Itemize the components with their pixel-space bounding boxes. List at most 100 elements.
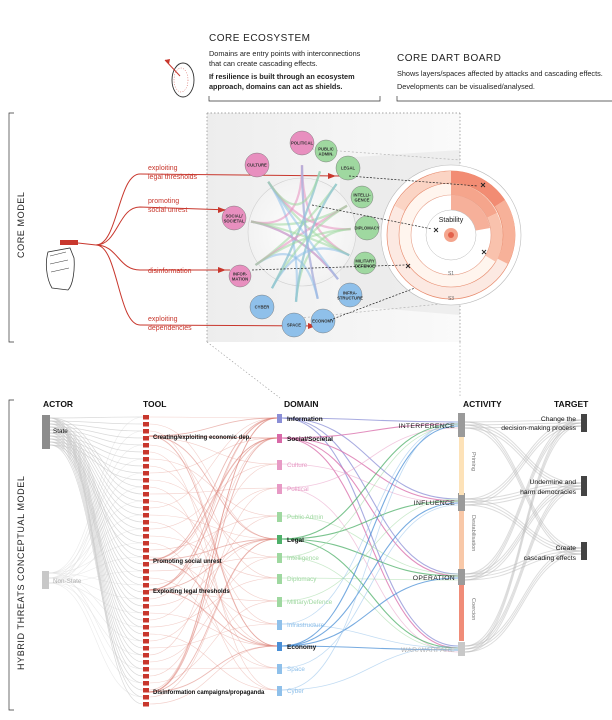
- flow-link: [148, 437, 278, 693]
- flow-link: [148, 515, 278, 551]
- domain-label: Political: [287, 486, 309, 493]
- tool-node: [143, 485, 149, 490]
- actor-nonstate-label: Non-State: [53, 578, 82, 585]
- chord-link: [254, 227, 351, 266]
- flow-link: [148, 559, 278, 647]
- domain-label: Space: [287, 666, 305, 673]
- cone-line-top: [299, 147, 461, 161]
- flow-link: [281, 417, 459, 423]
- tool-node: [143, 478, 149, 483]
- flow-link: [148, 538, 278, 561]
- flow-link: [148, 589, 278, 647]
- domain-circle-label: SOCIAL/: [226, 214, 244, 219]
- header-target: TARGET: [554, 399, 589, 409]
- tool-node: [143, 534, 149, 539]
- activity-influence-label: INFLUENCE: [414, 500, 455, 507]
- flow-link: [48, 570, 144, 584]
- tool-node: [143, 576, 149, 581]
- flow-link: [464, 547, 582, 575]
- domain-node: [277, 686, 282, 696]
- tool-node: [143, 681, 149, 686]
- flow-link: [48, 582, 144, 614]
- flow-link: [49, 420, 144, 705]
- activity-interference-label: INTERFERENCE: [399, 423, 456, 430]
- flow-link: [148, 444, 278, 579]
- tool-node: [143, 625, 149, 630]
- tool-node: [143, 611, 149, 616]
- domain-node: [277, 535, 282, 544]
- hand-dart-icon: [45, 240, 97, 291]
- core-tool-legal-1: exploiting: [148, 165, 178, 172]
- core-dart-board-title: CORE DART BOARD: [397, 53, 501, 64]
- flow-link: [148, 417, 278, 591]
- flow-link: [464, 422, 582, 650]
- core-tool-dep-1: exploiting: [148, 316, 178, 323]
- flow-link: [48, 577, 144, 642]
- domain-circle: [281, 312, 307, 338]
- tool-label-unrest: Promoting social unrest: [153, 559, 222, 565]
- tool-node: [143, 555, 149, 560]
- target-1-line1: Change the: [541, 416, 576, 423]
- domain-circle: [249, 294, 275, 320]
- activity-node: [458, 413, 465, 437]
- phase-destabilisation-label: Destabilisation: [470, 515, 476, 551]
- tool-node: [143, 632, 149, 637]
- tool-node: [143, 646, 149, 651]
- core-dart-board-desc-2: Developments can be visualised/analysed.: [397, 82, 535, 91]
- activity-node: [458, 642, 465, 656]
- tool-node: [143, 457, 149, 462]
- flow-link: [148, 538, 278, 693]
- dartboard-icon: [164, 59, 195, 98]
- flow-link: [464, 482, 582, 647]
- flow-link: [49, 429, 144, 656]
- flow-link: [49, 429, 144, 516]
- flow-link: [281, 427, 459, 489]
- phase-bars: Priming Destabilisation Coercion: [459, 437, 476, 641]
- tool-node: [143, 541, 149, 546]
- flow-link: [148, 437, 278, 656]
- core-ecosystem-bracket: [208, 96, 381, 102]
- target-labels: Change the decision-making process Under…: [501, 416, 576, 562]
- flow-link: [281, 577, 459, 581]
- tool-node: [143, 422, 149, 427]
- flow-link: [281, 502, 459, 647]
- activity-labels: INTERFERENCE INFLUENCE OPERATION WAR/WAR…: [399, 423, 456, 654]
- tool-node: [143, 583, 149, 588]
- flow-link: [464, 419, 582, 500]
- flow-link: [281, 623, 459, 649]
- activity-node: [458, 569, 465, 585]
- core-branch-line: [95, 206, 231, 246]
- flow-link: [148, 487, 278, 586]
- chord-link: [294, 183, 338, 302]
- flow-link: [281, 538, 459, 577]
- domain-label: Information: [287, 416, 323, 423]
- domain-circle-label: ADMIN.: [319, 152, 334, 157]
- flow-link: [48, 582, 144, 656]
- tool-node: [143, 702, 149, 707]
- sankey-flows: [48, 416, 582, 705]
- flow-link: [148, 486, 278, 669]
- flow-link: [49, 435, 144, 600]
- activity-war-label: WAR/WARFARE: [401, 647, 455, 654]
- conceptual-model-label: HYBRID THREATS CONCEPTUAL MODEL: [16, 476, 26, 670]
- domain-node: [277, 620, 282, 630]
- flow-link: [464, 485, 582, 650]
- dart-marker: [218, 207, 226, 213]
- core-tool-dep-2: dependencies: [148, 325, 192, 332]
- domain-circle-label: POLITICAL: [291, 141, 314, 146]
- flow-link: [49, 417, 144, 628]
- flow-link: [148, 487, 278, 677]
- flow-link: [148, 437, 278, 591]
- domain-circle-label: MILITARY: [355, 259, 375, 264]
- domain-circle-label: CULTURE: [247, 163, 267, 168]
- flow-link: [48, 572, 144, 628]
- flow-link: [148, 435, 278, 540]
- flow-link: [464, 498, 582, 549]
- tool-node: [143, 415, 149, 420]
- core-ecosystem-desc-1: Domains are entry points with interconne…: [209, 49, 361, 58]
- domain-label: Military/Defence: [287, 599, 333, 606]
- domain-circle-label: MATION: [232, 277, 248, 282]
- domain-node: [277, 597, 282, 607]
- core-ecosystem-bold-2: approach, domains can act as shields.: [209, 82, 342, 91]
- flow-link: [48, 444, 144, 584]
